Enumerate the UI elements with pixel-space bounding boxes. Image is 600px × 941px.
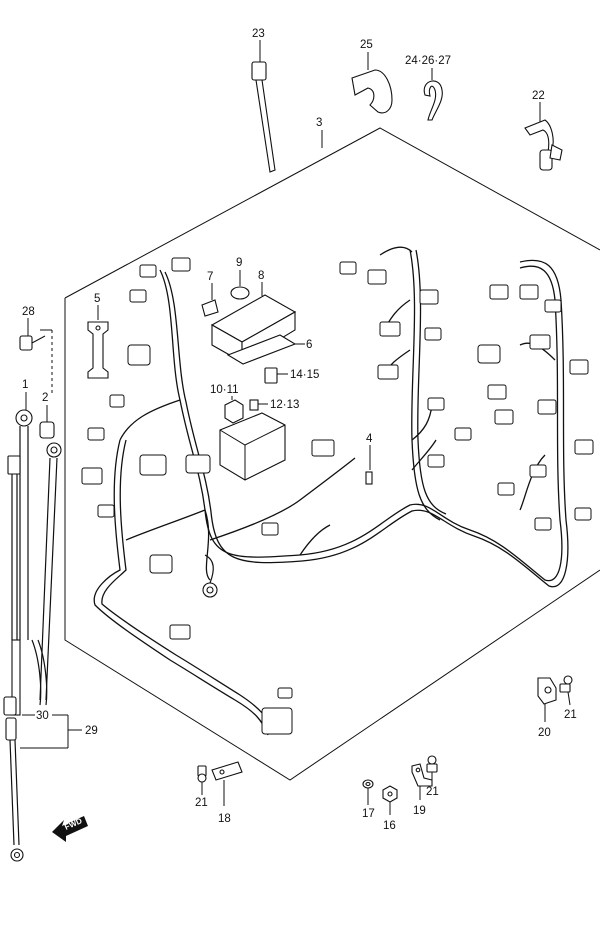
part-21-bolt-left: 21 [195, 765, 208, 809]
ground-ring-terminal [202, 554, 218, 598]
callout-label-23: 23 [252, 28, 265, 40]
callout-label-29: 29 [85, 725, 98, 737]
part-4-terminal: 4 [365, 433, 373, 485]
callout-3: 3 [316, 117, 323, 148]
part-23-cable-tie: 23 [251, 28, 276, 173]
part-19-bracket: 19 [411, 763, 433, 817]
cable-assembly [3, 442, 62, 862]
callout-label-5: 5 [94, 293, 100, 305]
harness-boundary-box [64, 127, 600, 781]
callout-label-19: 19 [413, 805, 426, 817]
callout-label-22: 22 [532, 90, 545, 102]
part-10-11-relay: 10·11 [210, 384, 244, 424]
callout-label-21-right: 21 [564, 709, 577, 721]
callout-label-25: 25 [360, 39, 373, 51]
callout-label-17: 17 [362, 808, 375, 820]
callout-label-9: 9 [236, 257, 242, 269]
part-21-bolt-center: 21 [426, 755, 439, 798]
callout-label-14-15: 14·15 [290, 369, 319, 381]
part-9-grommet: 9 [230, 257, 250, 300]
callout-label-21-left: 21 [195, 797, 208, 809]
part-7-bracket: 7 [201, 271, 219, 317]
callout-label-20: 20 [538, 727, 551, 739]
part-6-cover: 6 [226, 334, 312, 365]
part-22-clamp: 22 [524, 90, 563, 171]
callout-label-4: 4 [366, 433, 373, 445]
callout-label-1: 1 [22, 379, 28, 391]
part-17-washer: 17 [362, 779, 375, 820]
part-12-13-fuse: 12·13 [249, 399, 299, 411]
fuse-holder [219, 412, 286, 481]
part-2-terminal-cap: 2 [39, 392, 55, 439]
part-21-bolt-right: 21 [559, 675, 577, 721]
part-1-battery-cable: 1 [15, 379, 33, 640]
fwd-arrow-icon: FWD [52, 816, 88, 842]
callout-label-3: 3 [316, 117, 322, 129]
wiring-harness [93, 246, 569, 736]
part-24-26-27-clip: 24·26·27 [405, 55, 451, 121]
callout-label-12-13: 12·13 [270, 399, 299, 411]
part-28-bolt: 28 [19, 306, 53, 395]
callout-label-24-26-27: 24·26·27 [405, 55, 451, 67]
part-25-clamp: 25 [351, 39, 393, 114]
part-20-bracket: 20 [537, 677, 557, 739]
harness-connectors [81, 257, 594, 735]
callout-label-10-11: 10·11 [210, 384, 239, 396]
part-16-nut: 16 [382, 785, 398, 832]
callout-label-28: 28 [22, 306, 35, 318]
part-18-plate: 18 [211, 761, 243, 825]
callout-label-7: 7 [207, 271, 213, 283]
part-5-bracket: 5 [87, 293, 109, 379]
part-14-15-fuse: 14·15 [264, 367, 319, 384]
callout-label-21-center: 21 [426, 786, 439, 798]
callout-29-30: 30 29 [20, 710, 98, 749]
callout-label-6: 6 [306, 339, 312, 351]
callout-label-18: 18 [218, 813, 231, 825]
callout-label-2: 2 [42, 392, 48, 404]
callout-label-16: 16 [383, 820, 396, 832]
callout-label-30: 30 [36, 710, 49, 722]
callout-label-8: 8 [258, 270, 264, 282]
